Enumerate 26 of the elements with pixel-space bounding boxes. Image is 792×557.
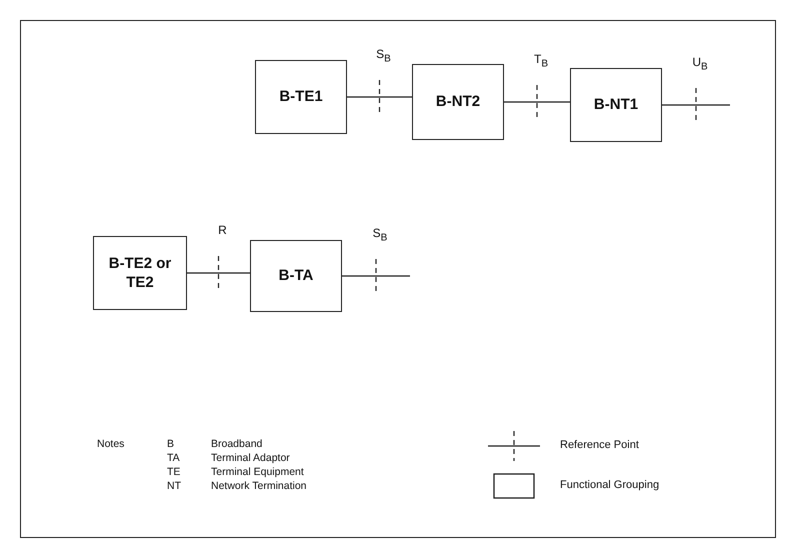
functional-grouping-box: B-NT2 [412, 64, 504, 140]
reference-point-label: U$_{B}$ [692, 55, 708, 72]
abbreviation: TE [167, 466, 180, 478]
reference-point-label: R [218, 223, 227, 237]
abbreviation-meaning: Broadband [211, 438, 262, 450]
connector-line [347, 96, 412, 98]
reference-point-label: T$_{B}$ [534, 52, 548, 70]
abbreviation: NT [167, 480, 181, 492]
functional-grouping-box: B-TA [250, 240, 342, 312]
functional-grouping-box: B-TE2 or TE2 [93, 236, 187, 310]
legend-text: Reference Point [560, 439, 639, 451]
reference-point-label: S$_{B}$ [372, 226, 388, 244]
functional-grouping-box: B-TE1 [255, 60, 347, 134]
connector-line [504, 101, 570, 103]
abbreviation-meaning: Network Termination [211, 480, 307, 492]
reference-point-label: S$_{B}$ [376, 47, 391, 64]
connector-line [187, 272, 250, 274]
legend-text: Functional Grouping [560, 479, 660, 491]
functional-grouping-box: B-NT1 [570, 68, 662, 142]
abbreviation: B [167, 438, 174, 450]
abbreviation-meaning: Terminal Equipment [211, 466, 304, 478]
abbreviation-meaning: Terminal Adaptor [211, 452, 290, 464]
notes-heading: Notes [97, 438, 124, 450]
connector-line [342, 275, 410, 277]
abbreviation: TA [167, 452, 180, 464]
connector-line [662, 104, 730, 106]
